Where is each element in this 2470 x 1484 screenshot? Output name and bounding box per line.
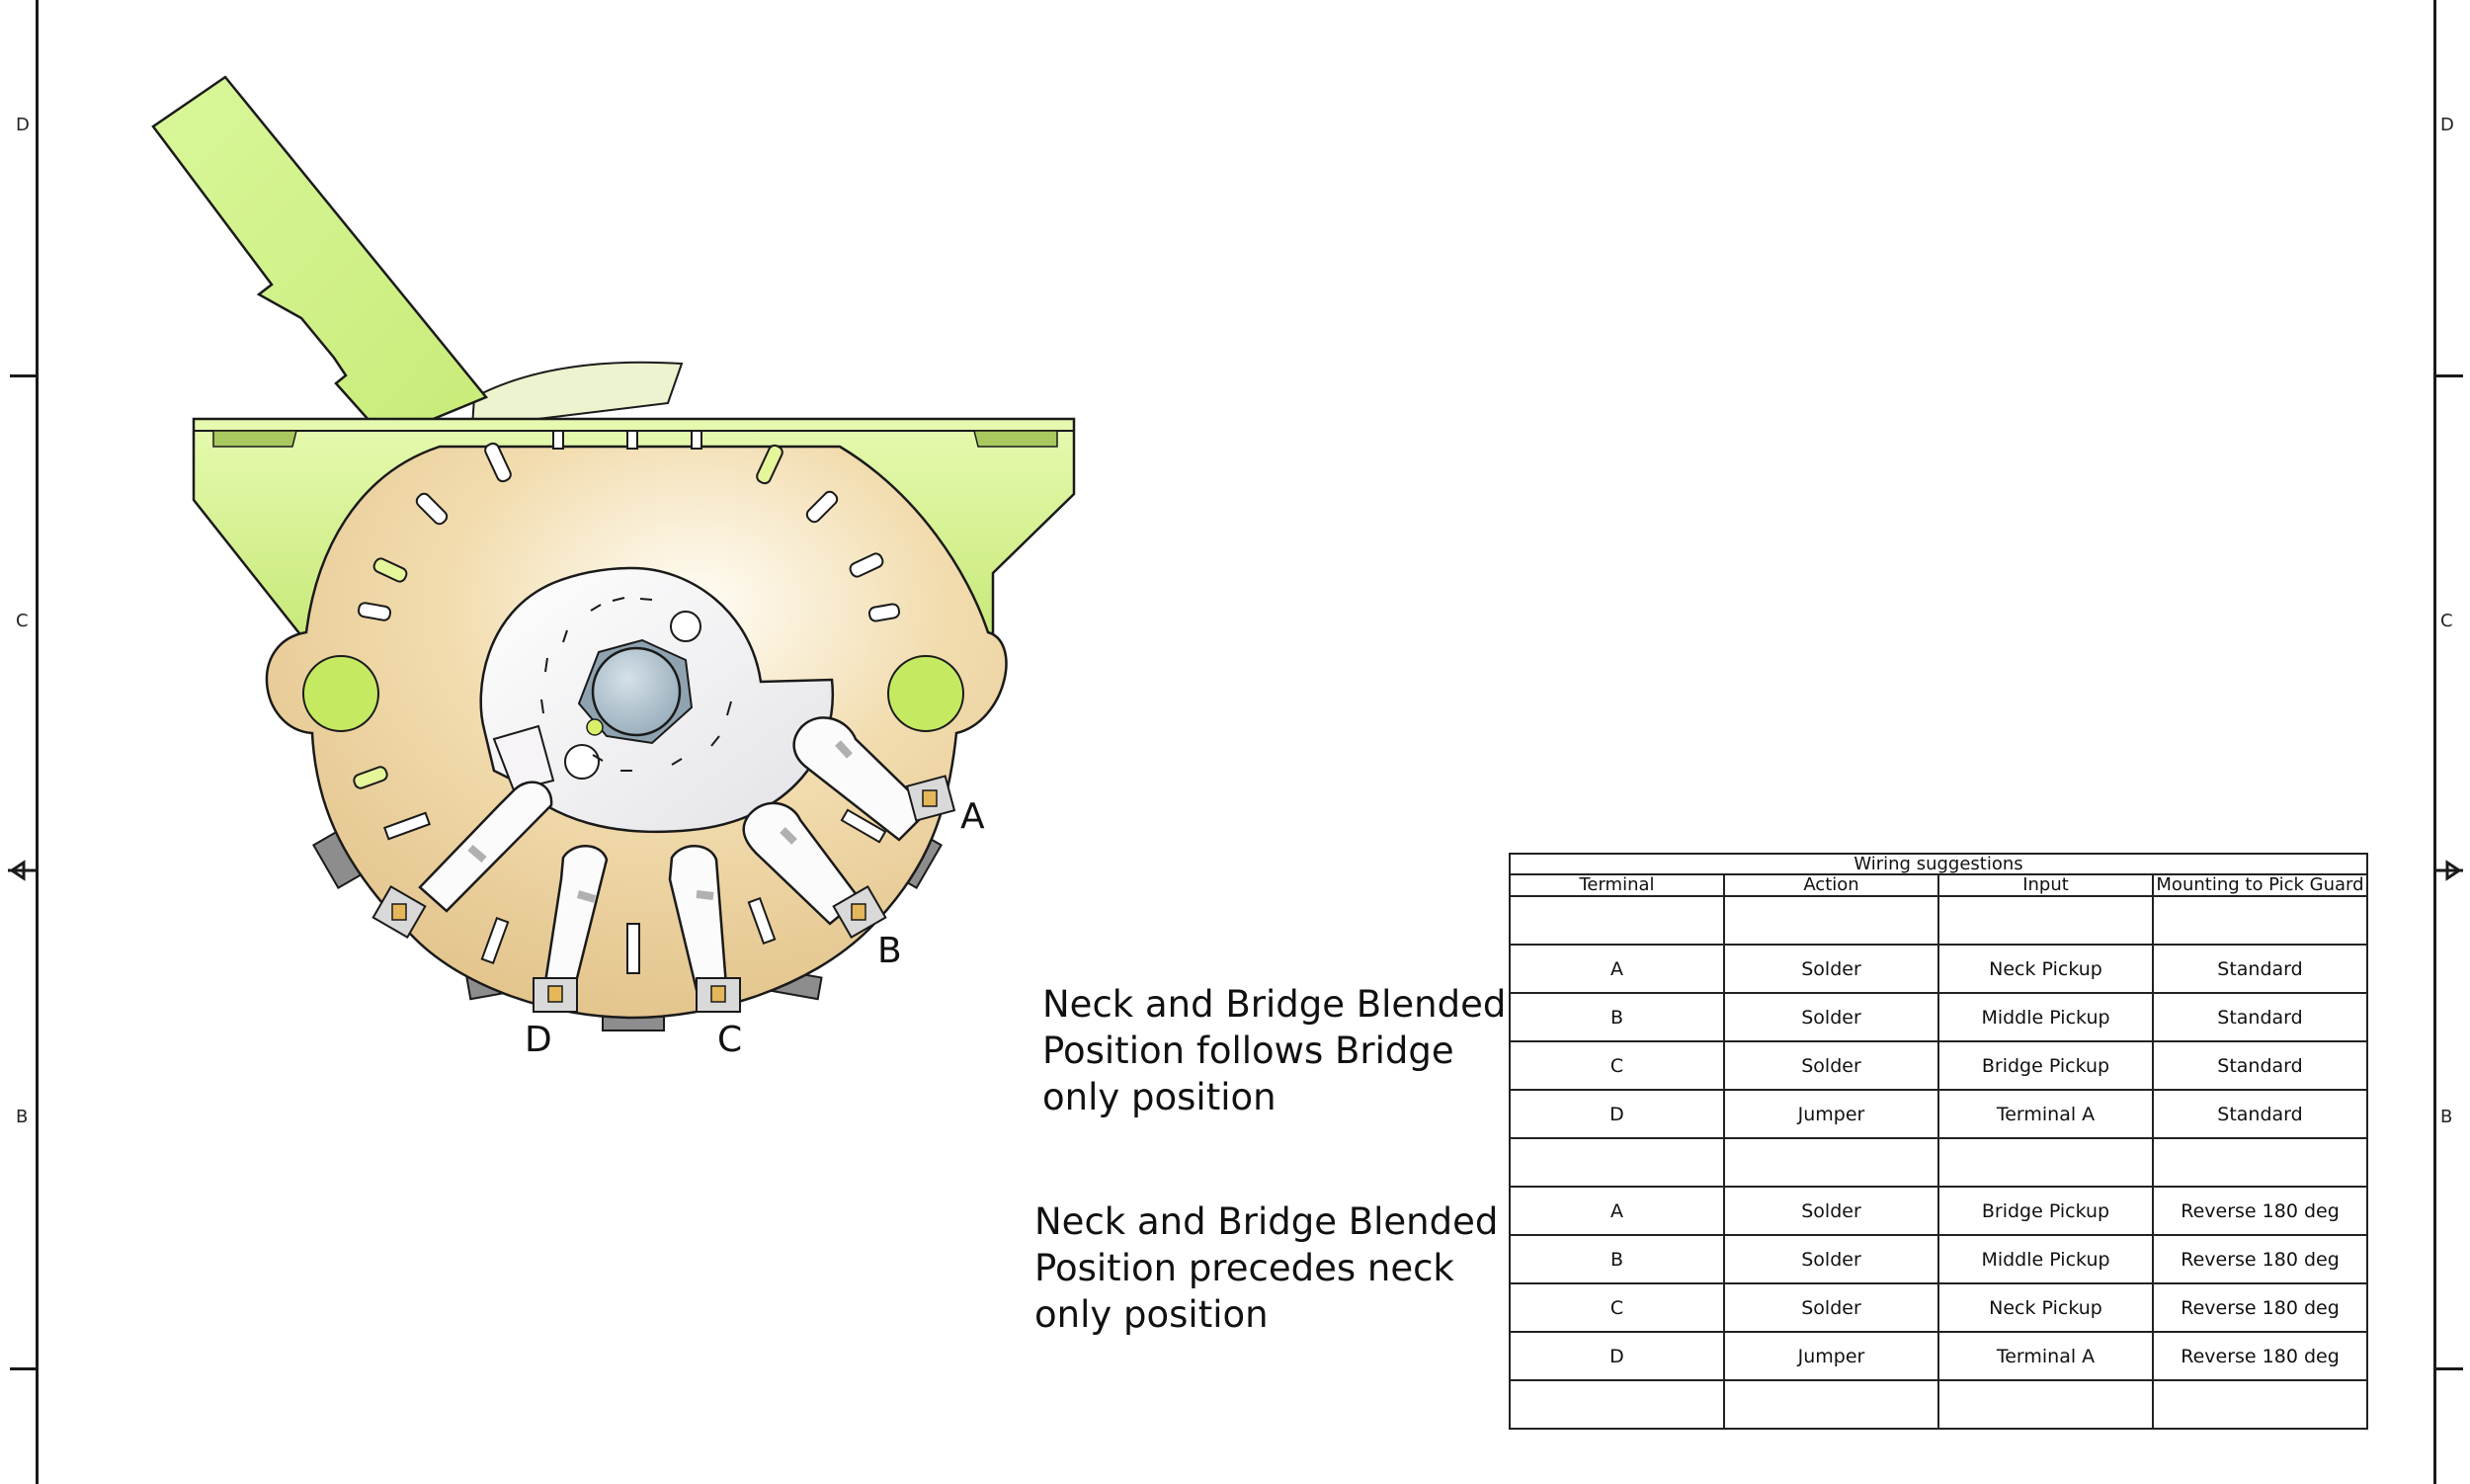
table-cell — [1723, 895, 1939, 946]
table-cell: Bridge Pickup — [1937, 1040, 2154, 1091]
table-cell: Jumper — [1723, 1089, 1939, 1139]
table-cell: Terminal A — [1937, 1331, 2154, 1381]
frame-tick — [10, 1367, 38, 1370]
switch-lever — [151, 75, 489, 441]
table-cell: Reverse 180 deg — [2152, 1331, 2368, 1381]
table-header: Mounting to Pick Guard — [2152, 873, 2368, 897]
table-cell: Neck Pickup — [1937, 944, 2154, 994]
table-cell: B — [1509, 1234, 1725, 1284]
table-cell: D — [1509, 1331, 1725, 1381]
center-arrow-right — [2433, 860, 2463, 881]
table-cell: C — [1509, 1282, 1725, 1333]
table-cell: Reverse 180 deg — [2152, 1234, 2368, 1284]
zone-label-left-d: D — [16, 115, 30, 135]
table-row: B Solder Middle Pickup Standard — [1509, 992, 2368, 1042]
table-cell — [2152, 895, 2368, 946]
contact-fingers — [418, 716, 931, 992]
table-cell: A — [1509, 1186, 1725, 1236]
table-row: D Jumper Terminal A Standard — [1509, 1089, 2368, 1139]
table-cell: Jumper — [1723, 1331, 1939, 1381]
zone-label-left-c: C — [16, 611, 29, 631]
note-precedes-neck: Neck and Bridge Blended Position precede… — [1034, 1200, 1499, 1336]
switch-diagram — [151, 75, 1076, 1031]
table-cell: Standard — [2152, 992, 2368, 1042]
mounting-hole-left — [302, 655, 379, 732]
terminal-label-d: D — [525, 1020, 552, 1060]
table-cell — [1937, 1137, 2154, 1188]
zone-label-right-c: C — [2440, 611, 2453, 631]
mounting-hole-right — [887, 655, 964, 732]
table-cell: B — [1509, 992, 1725, 1042]
frame-tick — [2435, 374, 2463, 377]
table-cell: Standard — [2152, 1040, 2368, 1091]
table-cell: Solder — [1723, 1282, 1939, 1333]
table-cell: Terminal A — [1937, 1089, 2154, 1139]
table-cell: D — [1509, 1089, 1725, 1139]
table-cell — [1937, 1379, 2154, 1430]
table-cell: Neck Pickup — [1937, 1282, 2154, 1333]
wiring-table: Wiring suggestions Terminal Action Input… — [1509, 853, 2368, 1430]
table-row — [1509, 1137, 2368, 1188]
table-row: B Solder Middle Pickup Reverse 180 deg — [1509, 1234, 2368, 1284]
table-cell: Middle Pickup — [1937, 1234, 2154, 1284]
table-cell — [2152, 1379, 2368, 1430]
detent-sector — [470, 361, 684, 429]
table-header: Input — [1937, 873, 2154, 897]
table-cell: Reverse 180 deg — [2152, 1186, 2368, 1236]
table-cell: Standard — [2152, 944, 2368, 994]
note-follows-bridge: Neck and Bridge Blended Position follows… — [1042, 983, 1507, 1118]
table-cell: A — [1509, 944, 1725, 994]
table-cell — [1723, 1137, 1939, 1188]
table-row: D Jumper Terminal A Reverse 180 deg — [1509, 1331, 2368, 1381]
table-cell — [2152, 1137, 2368, 1188]
table-row — [1509, 895, 2368, 946]
table-row: C Solder Neck Pickup Reverse 180 deg — [1509, 1282, 2368, 1333]
table-cell: Solder — [1723, 1186, 1939, 1236]
frame-tick — [2435, 1367, 2463, 1370]
table-cell: C — [1509, 1040, 1725, 1091]
table-cell — [1937, 895, 2154, 946]
table-row: A Solder Bridge Pickup Reverse 180 deg — [1509, 1186, 2368, 1236]
table-row: A Solder Neck Pickup Standard — [1509, 944, 2368, 994]
table-cell: Middle Pickup — [1937, 992, 2154, 1042]
frame-tick — [10, 374, 38, 377]
table-cell — [1509, 1379, 1725, 1430]
table-row: C Solder Bridge Pickup Standard — [1509, 1040, 2368, 1091]
terminal-label-c: C — [717, 1020, 743, 1060]
table-header: Action — [1723, 873, 1939, 897]
frame-left-border — [36, 0, 39, 1484]
terminal-label-a: A — [960, 796, 985, 837]
table-caption: Wiring suggestions — [1509, 853, 2368, 875]
terminal-label-b: B — [877, 931, 902, 971]
table-cell — [1509, 895, 1725, 946]
table-cell: Reverse 180 deg — [2152, 1282, 2368, 1333]
table-cell — [1723, 1379, 1939, 1430]
zone-label-left-b: B — [16, 1107, 29, 1127]
table-cell: Solder — [1723, 1234, 1939, 1284]
frame-right-border — [2433, 0, 2436, 1484]
table-row — [1509, 1379, 2368, 1430]
table-cell — [1509, 1137, 1725, 1188]
table-cell: Solder — [1723, 1040, 1939, 1091]
table-cell: Solder — [1723, 944, 1939, 994]
zone-label-right-d: D — [2440, 115, 2454, 135]
center-arrow-left — [8, 860, 38, 881]
zone-label-right-b: B — [2440, 1107, 2453, 1127]
table-cell: Solder — [1723, 992, 1939, 1042]
table-cell: Bridge Pickup — [1937, 1186, 2154, 1236]
table-header: Terminal — [1509, 873, 1725, 897]
wafer-slots — [353, 430, 901, 789]
table-cell: Standard — [2152, 1089, 2368, 1139]
